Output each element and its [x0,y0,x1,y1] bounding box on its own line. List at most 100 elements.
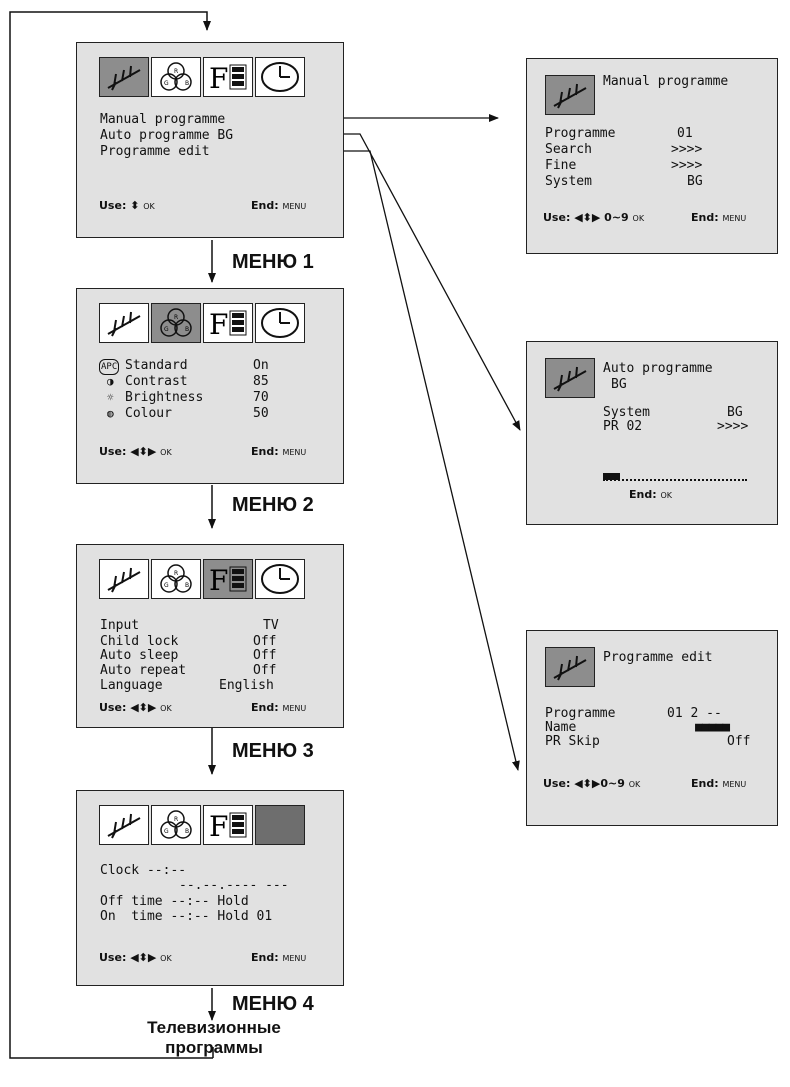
manual-programme-screen: Manual programme Programme 01 Search >>>… [526,58,778,254]
menu1-item-manual-programme[interactable]: Manual programme [100,112,226,127]
menu3-auto-repeat-value: Off [253,663,277,678]
antenna-icon [545,75,595,115]
auto-end-hint: End: OK [629,488,672,501]
menu2-colour-value: 50 [253,406,269,421]
four-way-arrow-icon: ◀⬍▶ [130,445,157,458]
end-label: End: [251,445,279,458]
brightness-icon: ☼ [107,391,114,404]
digits-label: 0~9 [600,777,625,790]
menu2-colour-label[interactable]: Colour [125,406,172,421]
manual-programme-label[interactable]: Programme [545,126,616,141]
menu3-input-label[interactable]: Input [100,618,140,633]
svg-text:R: R [174,68,178,75]
menu4-clock-line[interactable]: Clock --:-- [100,863,187,878]
svg-text:G: G [164,326,169,333]
auto-pr-value: >>>> [717,419,749,434]
ok-label: OK [632,214,645,223]
svg-text:F: F [209,564,228,596]
auto-title-line2: BG [611,377,627,392]
features-icon[interactable]: F [203,57,253,97]
tv-label-line1: Телевизионные [147,1018,281,1037]
menu1-end-hint: End: MENU [251,199,306,212]
menu4-label: МЕНЮ 4 [232,993,314,1015]
menu-key-label: MENU [722,214,747,223]
menu4-on-time-line[interactable]: On time --:-- Hold 01 [100,909,273,924]
menu3-child-lock-value: Off [253,634,277,649]
auto-progress-track [603,479,747,481]
manual-end-hint: End: MENU [691,211,746,224]
antenna-icon[interactable] [99,559,149,599]
end-label: End: [691,211,719,224]
edit-programme-label[interactable]: Programme [545,706,616,721]
svg-text:R: R [174,816,178,823]
features-icon[interactable]: F [203,303,253,343]
edit-use-hint: Use: ◀⬍▶0~9 OK [543,777,640,790]
menu2-brightness-label[interactable]: Brightness [125,390,204,405]
clock-icon[interactable] [255,303,305,343]
menu2-contrast-label[interactable]: Contrast [125,374,188,389]
svg-text:G: G [164,80,169,87]
menu4-off-time-line[interactable]: Off time --:-- Hold [100,894,249,909]
menu4-end-hint: End: MENU [251,951,306,964]
auto-system-label[interactable]: System [603,405,650,420]
menu2-label: МЕНЮ 2 [232,494,314,516]
four-way-arrow-icon: ◀⬍▶ [130,951,157,964]
svg-text:R: R [174,570,178,577]
svg-text:R: R [174,314,178,321]
menu3-auto-repeat-label[interactable]: Auto repeat [100,663,187,678]
menu2-standard-value: On [253,358,269,373]
up-down-icon: ⬍ [130,199,140,212]
menu3-child-lock-label[interactable]: Child lock [100,634,179,649]
auto-system-value: BG [727,405,743,420]
auto-pr-label[interactable]: PR 02 [603,419,643,434]
edit-name-label[interactable]: Name [545,720,577,735]
svg-text:F: F [209,62,228,94]
clock-icon[interactable] [255,559,305,599]
tv-label-line2: программы [165,1038,263,1057]
menu4-date-line: --.--.---- --- [179,878,289,893]
antenna-icon[interactable] [99,303,149,343]
contrast-icon: ◑ [107,375,114,388]
features-icon[interactable]: F [203,805,253,845]
menu1-item-programme-edit[interactable]: Programme edit [100,144,210,159]
antenna-icon [545,358,595,398]
menu2-use-hint: Use: ◀⬍▶ OK [99,445,172,458]
svg-text:F: F [209,810,228,842]
manual-search-value: >>>> [671,142,703,157]
menu3-auto-sleep-label[interactable]: Auto sleep [100,648,179,663]
menu-key-label: MENU [282,954,307,963]
edit-title: Programme edit [603,650,713,665]
menu-key-label: MENU [282,448,307,457]
clock-icon[interactable] [255,57,305,97]
manual-system-value: BG [687,174,703,189]
end-label: End: [251,199,279,212]
manual-search-label[interactable]: Search [545,142,592,157]
end-label: End: [691,777,719,790]
edit-skip-label[interactable]: PR Skip [545,734,600,749]
antenna-icon[interactable] [99,57,149,97]
menu-key-label: MENU [282,704,307,713]
manual-programme-value: 01 [677,126,693,141]
clock-icon[interactable] [255,805,305,845]
menu2-standard-label[interactable]: Standard [125,358,188,373]
features-icon[interactable]: F [203,559,253,599]
svg-text:B: B [185,828,189,835]
manual-system-label[interactable]: System [545,174,592,189]
use-label: Use: [99,701,127,714]
edit-programme-value: 01 2 -- [667,706,722,721]
menu3-language-label[interactable]: Language [100,678,163,693]
manual-fine-label[interactable]: Fine [545,158,577,173]
menu1-item-auto-programme[interactable]: Auto programme BG [100,128,234,143]
antenna-icon[interactable] [99,805,149,845]
ok-label: OK [143,202,155,211]
